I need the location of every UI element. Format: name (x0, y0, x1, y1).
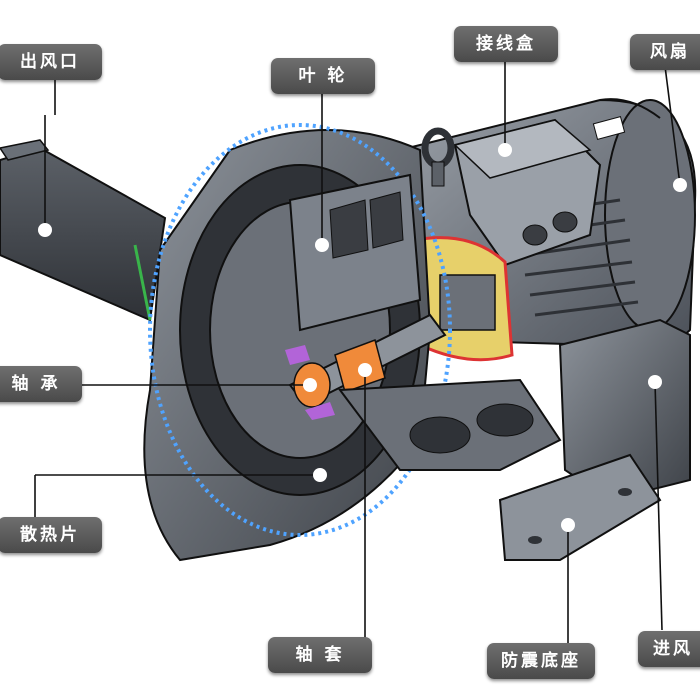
label-junction-box: 接线盒 (454, 26, 558, 62)
label-impeller: 叶 轮 (271, 58, 375, 94)
lower-chamber (338, 378, 562, 471)
base-plate (498, 453, 662, 561)
label-heat-sink: 散热片 (0, 517, 102, 553)
label-outlet: 出风口 (0, 44, 102, 80)
label-fan: 风扇 (630, 34, 700, 70)
marker-dots (38, 143, 687, 532)
junction-box (453, 118, 602, 267)
leader-lines (34, 60, 681, 645)
label-bearing: 轴 承 (0, 366, 82, 402)
outlet-pipe (0, 139, 167, 322)
label-sleeve: 轴 套 (268, 637, 372, 673)
label-inlet: 进风 (638, 631, 700, 667)
lifting-eye (421, 127, 455, 187)
label-base: 防震底座 (487, 643, 595, 679)
